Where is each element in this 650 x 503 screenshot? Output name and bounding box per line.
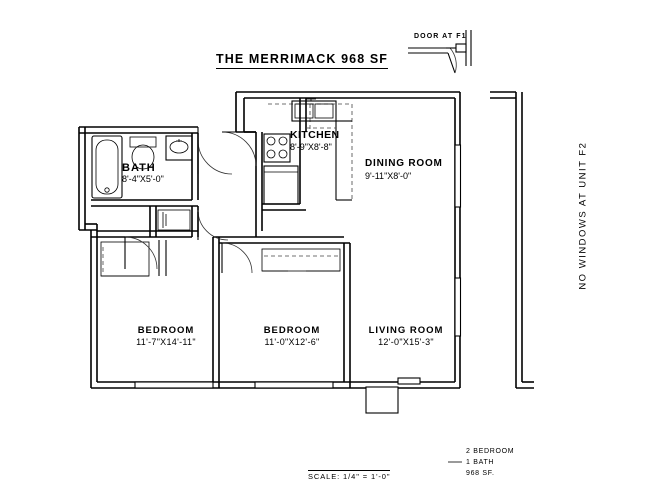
room-label-bedroom-2: BEDROOM 11'-0"X12'-6"	[242, 325, 342, 348]
room-name-bedroom-2: BEDROOM	[263, 325, 321, 336]
room-name-bath: BATH	[122, 162, 156, 174]
room-name-kitchen: KITCHEN	[290, 129, 340, 141]
room-label-bath: BATH 8'-4"X5'-0"	[122, 162, 164, 185]
room-dimensions-living-room: 12'-0"X15'-3"	[378, 337, 434, 348]
kitchen-fixtures	[263, 98, 353, 205]
door-swings	[124, 92, 257, 276]
no-windows-note: NO WINDOWS AT UNIT F2	[577, 141, 589, 290]
room-label-kitchen: KITCHEN 8'-9"X8'-8"	[290, 129, 339, 153]
scale-note: SCALE: 1/4" = 1'-0"	[308, 470, 391, 481]
door-at-f1-detail	[408, 30, 472, 74]
room-dimensions-kitchen: 8'-9"X8'-8"	[290, 142, 332, 153]
hvac-unit	[365, 386, 399, 414]
legend-bath-count: 1 BATH	[466, 458, 495, 466]
room-label-living-room: LIVING ROOM 12'-0"X15'-3"	[350, 325, 462, 348]
room-dimensions-dining-room: 9'-11"X8'-0"	[365, 170, 412, 181]
page-title: THE MERRIMACK 968 SF	[216, 52, 389, 69]
room-dimensions-bath: 8'-4"X5'-0"	[122, 173, 164, 184]
room-name-living-room: LIVING ROOM	[368, 325, 444, 336]
legend-bedroom-count: 2 BEDROOM	[466, 448, 515, 455]
room-label-bedroom-1: BEDROOM 11'-7"X14'-11"	[112, 325, 220, 348]
legend-square-footage: 968 SF.	[466, 469, 495, 477]
room-dimensions-bedroom-2: 11'-0"X12'-6"	[264, 337, 320, 348]
door-at-f1-note: DOOR AT F1	[414, 33, 467, 40]
windows	[134, 144, 462, 389]
room-name-bedroom-1: BEDROOM	[137, 325, 195, 336]
bath-fixtures	[91, 135, 193, 199]
room-label-dining-room: DINING ROOM 9'-11"X8'-0"	[365, 158, 443, 181]
unit-legend: 2 BEDROOM 1 BATH 968 SF.	[466, 447, 514, 480]
room-name-dining-room: DINING ROOM	[365, 158, 443, 169]
room-dimensions-bedroom-1: 11'-7"X14'-11"	[136, 337, 196, 348]
